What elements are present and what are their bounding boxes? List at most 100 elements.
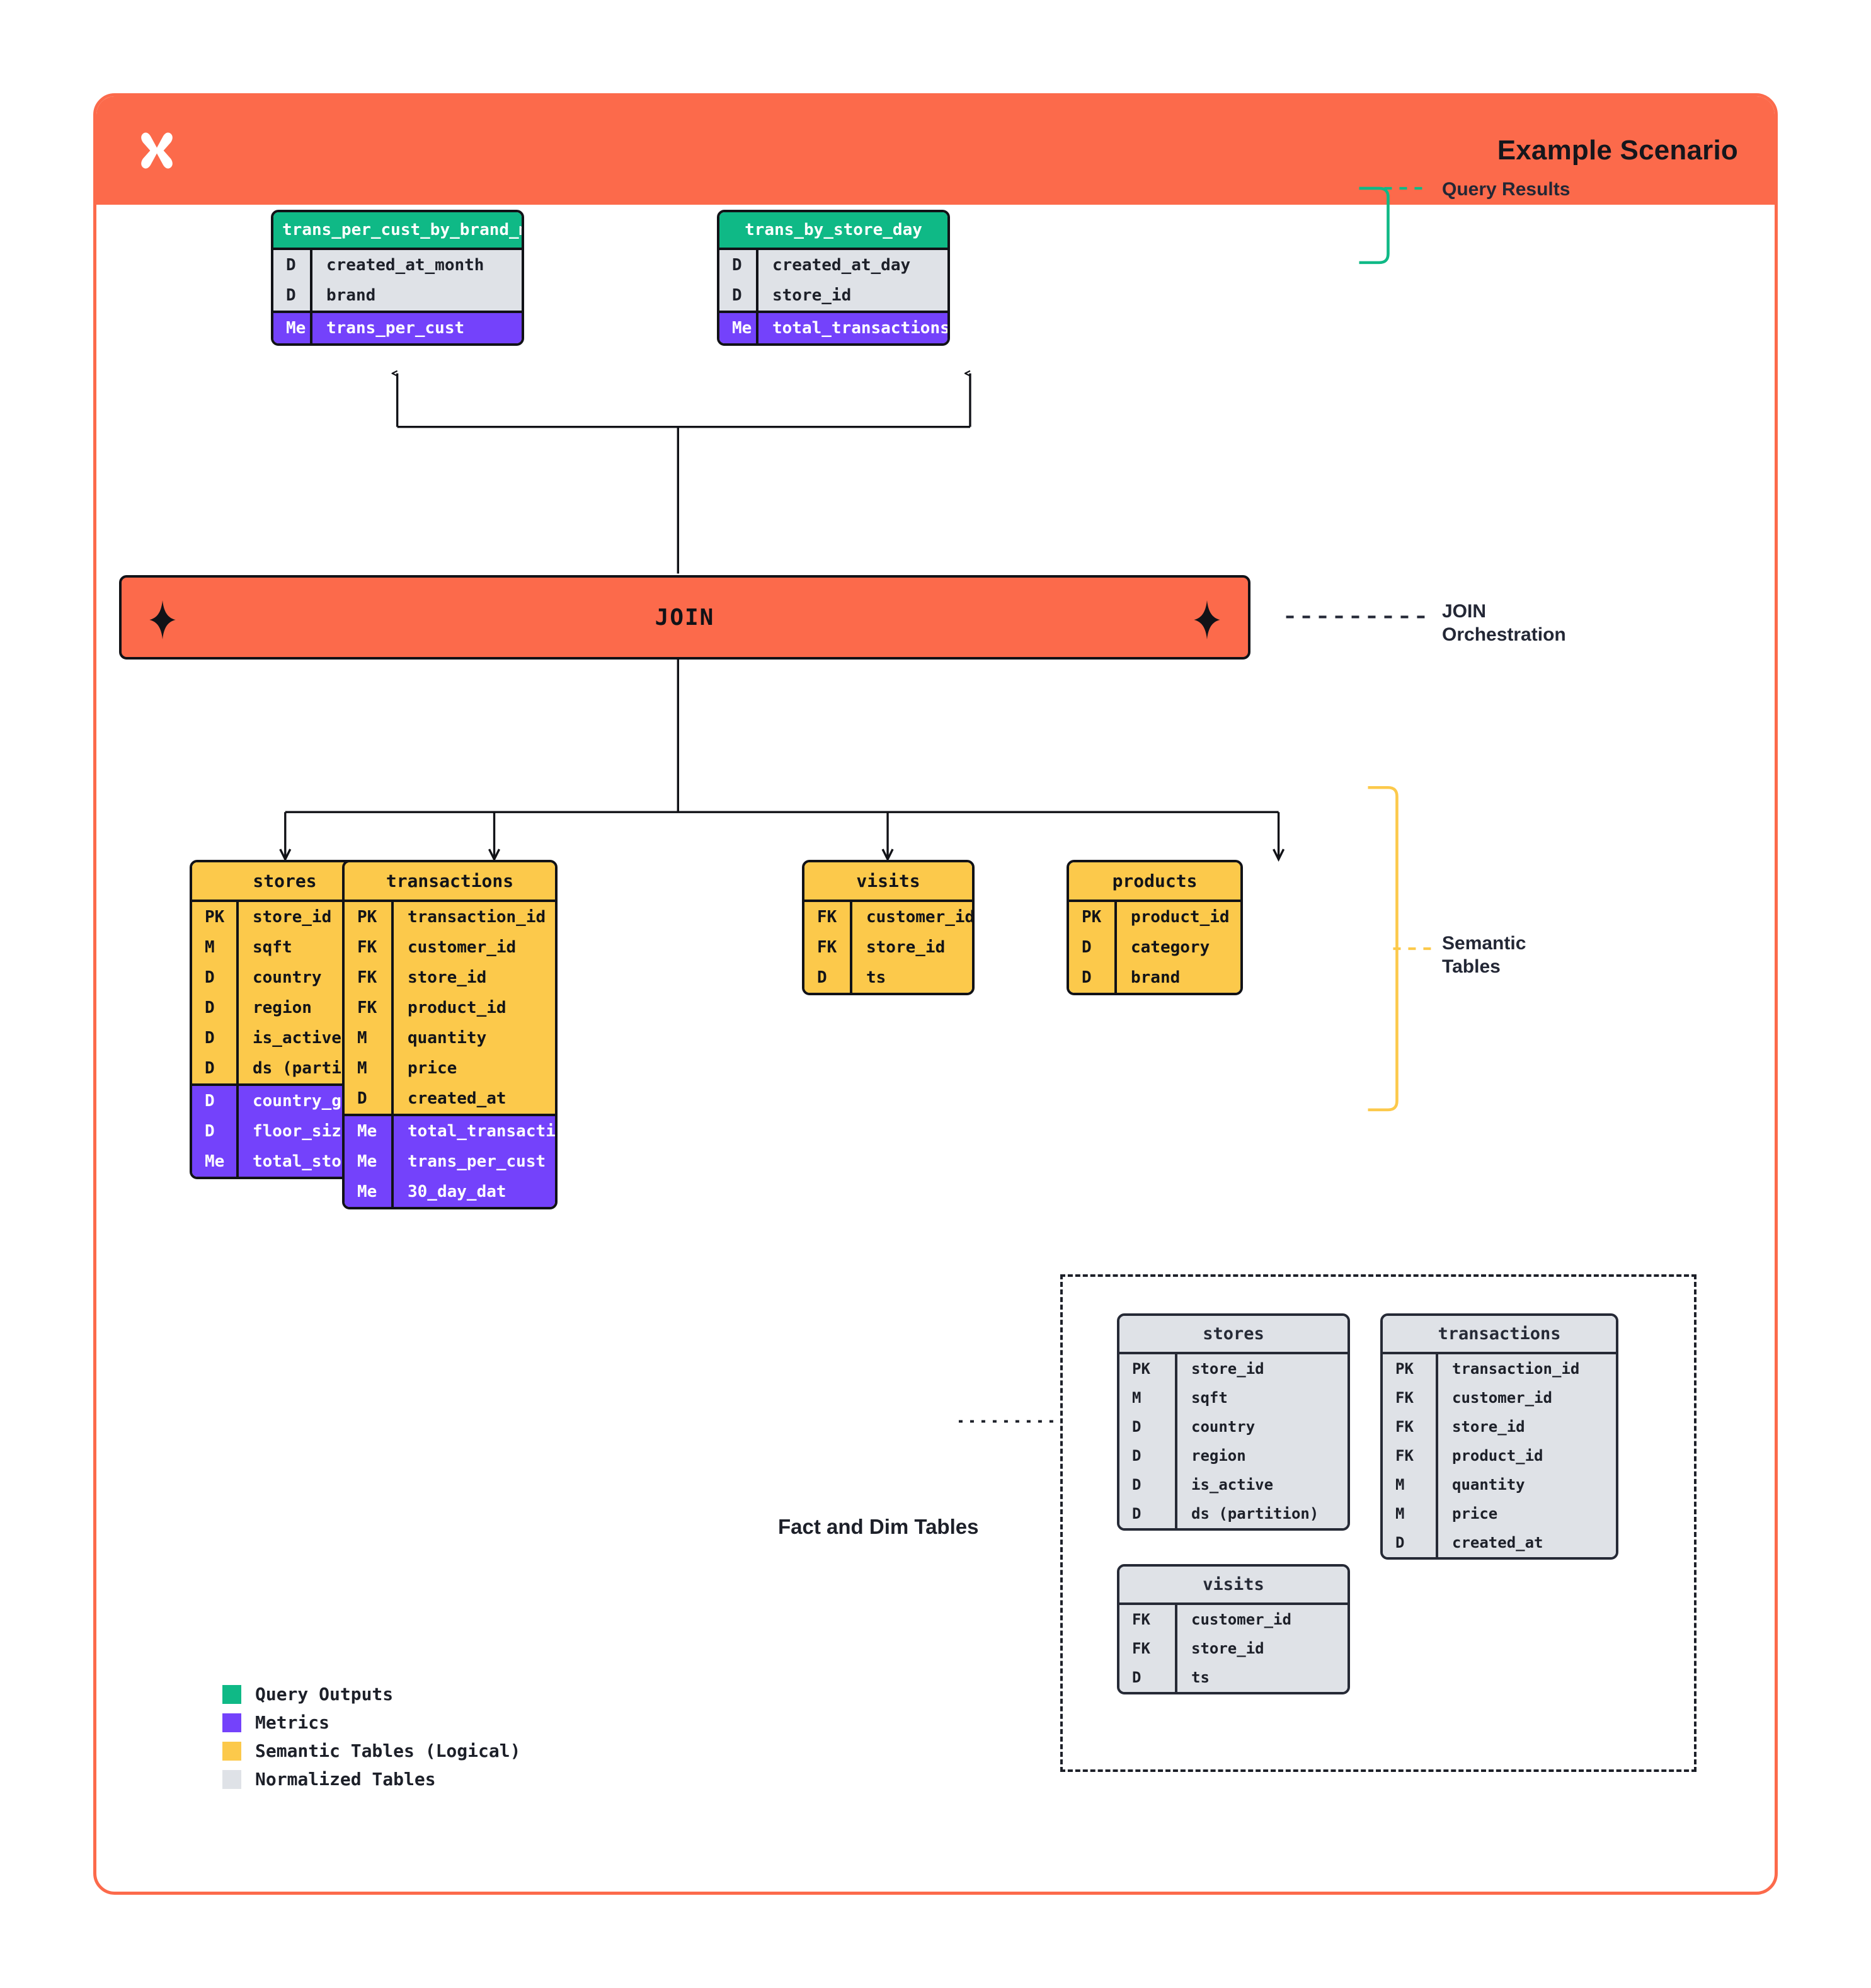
row-key: Me	[345, 1146, 394, 1177]
table-title: stores	[1119, 1316, 1347, 1354]
x-starburst-logo	[141, 132, 173, 169]
legend-item: Metrics	[222, 1712, 520, 1733]
row-key: FK	[804, 932, 852, 963]
annotation-query-results: Query Results	[1442, 179, 1571, 200]
row-value: created_at_month	[326, 256, 484, 275]
row-key: D	[1069, 932, 1117, 963]
table-row: D created_at_day	[719, 250, 947, 280]
table-title: transactions	[1383, 1316, 1616, 1354]
row-value: quantity	[1452, 1476, 1525, 1494]
row-value: country	[253, 968, 322, 987]
sparkle-icon	[1194, 600, 1220, 639]
query-result-table-trans-by-store-day[interactable]: trans_by_store_day D created_at_day D st…	[717, 210, 950, 346]
legend: Query Outputs Metrics Semantic Tables (L…	[222, 1684, 520, 1797]
row-key: M	[1383, 1499, 1438, 1528]
table-title: transactions	[345, 862, 555, 902]
row-value: ts	[1191, 1669, 1210, 1686]
legend-swatch-metrics	[222, 1713, 241, 1732]
row-key: Me	[273, 313, 312, 343]
page-title: Example Scenario	[1497, 135, 1738, 166]
row-key: FK	[1119, 1605, 1177, 1634]
row-value: customer_id	[408, 938, 517, 957]
row-value: store_id	[1191, 1360, 1264, 1378]
table-row: FK customer_id	[804, 902, 972, 932]
row-value: total_transactions	[772, 319, 950, 338]
row-value: store_id	[408, 968, 487, 987]
legend-label: Semantic Tables (Logical)	[255, 1740, 521, 1761]
table-row: D brand	[273, 280, 522, 311]
row-key: D	[719, 280, 758, 311]
row-key: D	[273, 250, 312, 280]
table-row: Me total_transactions	[719, 313, 947, 343]
table-title: trans_per_cust_by_brand_month	[273, 212, 522, 250]
row-value: store_id	[1452, 1418, 1525, 1436]
table-title: visits	[804, 862, 972, 902]
row-key: D	[1383, 1528, 1438, 1557]
row-key: FK	[345, 932, 394, 963]
row-key: D	[1119, 1663, 1177, 1692]
row-key: PK	[345, 902, 394, 932]
row-value: store_id	[772, 286, 852, 305]
row-key: D	[192, 1086, 239, 1116]
join-orchestration-bar[interactable]: JOIN	[119, 575, 1250, 660]
legend-label: Normalized Tables	[255, 1769, 436, 1790]
row-value: transaction_id	[408, 908, 546, 927]
table-title: products	[1069, 862, 1240, 902]
row-value: customer_id	[866, 908, 975, 927]
row-value: sqft	[1191, 1389, 1228, 1407]
row-key: PK	[1383, 1354, 1438, 1383]
row-value: transaction_id	[1452, 1360, 1580, 1378]
semantic-table-transactions[interactable]: transactions PK transaction_id FK customer…	[342, 860, 558, 1209]
table-title: visits	[1119, 1567, 1347, 1605]
row-value: brand	[1131, 968, 1181, 987]
row-value: region	[1191, 1447, 1246, 1465]
legend-item: Query Outputs	[222, 1684, 520, 1705]
fact-and-dim-group	[1060, 1274, 1696, 1772]
row-key: M	[1383, 1470, 1438, 1499]
row-value: total_transactions	[408, 1122, 556, 1141]
legend-swatch-normalized-tables	[222, 1769, 241, 1789]
query-result-table-trans-per-cust-by-brand-month[interactable]: trans_per_cust_by_brand_month D created_…	[271, 210, 524, 346]
row-key: Me	[345, 1177, 394, 1207]
row-key: PK	[1069, 902, 1117, 932]
row-key: FK	[345, 993, 394, 1023]
row-value: product_id	[1131, 908, 1230, 927]
row-value: created_at	[408, 1089, 506, 1108]
row-value: price	[1452, 1505, 1498, 1522]
row-value: product_id	[1452, 1447, 1543, 1465]
row-value: brand	[326, 286, 376, 305]
row-key: FK	[1383, 1412, 1438, 1441]
row-value: store_id	[866, 938, 946, 957]
row-key: M	[345, 1053, 394, 1083]
row-key: D	[1119, 1412, 1177, 1441]
row-value: store_id	[1191, 1640, 1264, 1657]
row-key: D	[1119, 1441, 1177, 1470]
row-key: FK	[804, 902, 852, 932]
annotation-join-orchestration: JOIN Orchestration	[1442, 601, 1566, 645]
row-key: D	[804, 963, 852, 993]
table-row: D store_id	[719, 280, 947, 311]
legend-item: Normalized Tables	[222, 1769, 520, 1790]
